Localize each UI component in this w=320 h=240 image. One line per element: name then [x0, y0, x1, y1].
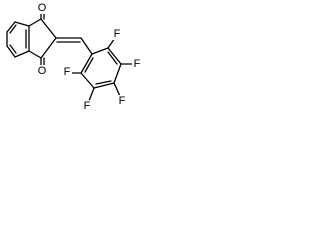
atom-o-bottom: O — [37, 65, 47, 77]
fluorine-label: F — [134, 58, 141, 70]
chemical-structure-diagram: O O F F F F F — [6, 2, 142, 112]
atom-o-top: O — [37, 2, 47, 14]
fluorine-label: F — [64, 66, 71, 78]
atom-f-2: F — [132, 58, 142, 70]
pentafluorophenyl-ring — [80, 47, 122, 89]
indane-benzene-ring — [6, 21, 30, 58]
atom-f-4: F — [82, 100, 92, 112]
oxygen-label: O — [38, 65, 47, 77]
fluorine-label: F — [119, 95, 126, 107]
carbon-fluorine-bonds — [71, 37, 134, 102]
fluorine-label: F — [84, 100, 91, 112]
atom-f-1: F — [112, 28, 122, 40]
indane-five-ring — [28, 18, 57, 59]
atom-f-3: F — [117, 95, 127, 107]
atom-f-ortho: F — [63, 66, 72, 78]
oxygen-label: O — [38, 2, 47, 14]
fluorine-label: F — [114, 28, 121, 40]
benzylidene-linker — [55, 37, 93, 55]
